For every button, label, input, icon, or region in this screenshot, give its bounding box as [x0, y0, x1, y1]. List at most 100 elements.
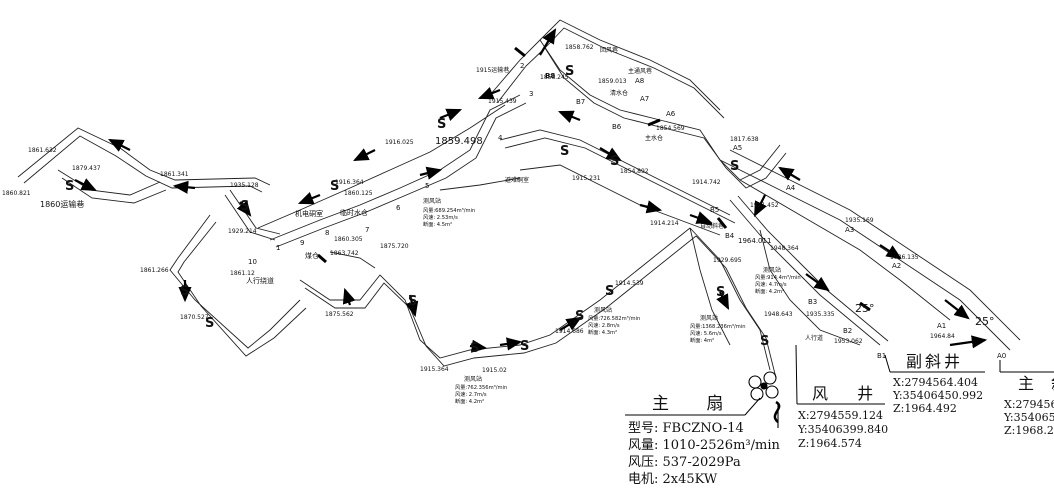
main-incline-x: X:279456 — [1004, 398, 1054, 411]
svg-text:S: S — [716, 285, 725, 300]
elevation-label: 1914.214 — [650, 220, 679, 227]
svg-text:S: S — [575, 309, 584, 324]
svg-text:风速: 5.6m/s: 风速: 5.6m/s — [690, 330, 722, 337]
node-label: B1 — [877, 352, 886, 360]
elevation-label: 1936.135 — [890, 254, 919, 261]
svg-text:S: S — [330, 179, 339, 194]
main-fan-motor: 电机: 2x45KW — [628, 472, 718, 487]
sump-right2-label: 主水仓 — [645, 134, 663, 142]
main-incline-block: 主 斜 X:279456 Y:354065 Z:1968.2 — [1000, 370, 1054, 440]
elevation-label: 1916.364 — [335, 179, 364, 186]
svg-text:S: S — [730, 159, 739, 174]
svg-text:风量:689.254m³/min: 风量:689.254m³/min — [423, 207, 475, 214]
main-fan-pressure: 风压: 537-2029Pa — [628, 455, 741, 470]
sump-right-label: 清水仓 — [610, 89, 628, 97]
svg-text:风速: 2.53m/s: 风速: 2.53m/s — [423, 214, 458, 221]
node-label: 6 — [396, 204, 401, 212]
elevation-label: 1860.125 — [344, 190, 373, 197]
elevation-label: 1935.128 — [230, 182, 259, 189]
svg-text:测风站: 测风站 — [423, 197, 441, 205]
svg-text:风量:914.4m³/min: 风量:914.4m³/min — [755, 274, 801, 281]
svg-text:S: S — [437, 117, 446, 132]
elevation-label: 1921.452 — [750, 202, 779, 209]
node-label: A2 — [892, 262, 901, 270]
elevation-label: 1861.632 — [28, 147, 57, 154]
node-label: 3 — [529, 90, 533, 98]
air-shaft-x: X:2794559.124 — [798, 409, 884, 422]
fan-lane-label: 主通风巷 — [628, 67, 652, 75]
elevation-label: 1964.011 — [738, 237, 771, 245]
node-label: A6 — [666, 110, 676, 118]
main-fan-model: 型号: FBCZNO-14 — [628, 421, 744, 436]
elevation-label: 1858.762 — [565, 44, 594, 51]
svg-text:S: S — [180, 284, 189, 299]
node-label: 7 — [365, 226, 369, 234]
elevation-label: 1860.821 — [2, 190, 31, 197]
svg-text:测风站: 测风站 — [763, 266, 781, 274]
elevation-label: 1861.341 — [160, 171, 189, 178]
station-5: 测风站 风量:914.4m³/min 风速: 4.7m/s 断面: 4.2m² — [755, 266, 801, 295]
svg-text:测风站: 测风站 — [464, 375, 482, 383]
station-2: 测风站 风量:726.582m³/min 风速: 2.8m/s 断面: 4.3m… — [588, 306, 640, 336]
svg-text:S: S — [408, 294, 417, 309]
elevation-label: 1859.013 — [598, 78, 627, 85]
coal-bin-label: 煤仓 — [305, 251, 319, 260]
main-incline-z: Z:1968.2 — [1004, 424, 1054, 437]
node-label: 1 — [276, 244, 280, 252]
svg-text:风量:762.356m³/min: 风量:762.356m³/min — [455, 384, 507, 391]
aux-incline-x: X:2794564.404 — [893, 376, 979, 389]
node-label: A7 — [640, 95, 649, 103]
elevation-label: 1870.527 — [180, 314, 209, 321]
svg-text:风量:726.582m³/min: 风量:726.582m³/min — [588, 315, 640, 322]
svg-text:S: S — [560, 144, 569, 159]
node-label: 2 — [520, 62, 524, 70]
return-air-label: 回风巷 — [600, 46, 618, 54]
node-label: B4 — [725, 232, 735, 240]
svg-text:风速: 2.8m/s: 风速: 2.8m/s — [588, 322, 620, 329]
elevation-label: 1875.720 — [380, 243, 409, 250]
airflow-arrows — [74, 28, 988, 353]
svg-text:S: S — [565, 64, 574, 79]
main-fan-title: 主 扇 — [652, 394, 740, 414]
svg-text:S: S — [470, 341, 479, 356]
aux-incline-y: Y:35406450.992 — [893, 389, 984, 402]
svg-text:断面: 4.5m²: 断面: 4.5m² — [423, 220, 452, 228]
svg-text:S: S — [205, 316, 214, 331]
elevation-label: 1929.214 — [228, 228, 257, 235]
main-incline-y: Y:354065 — [1004, 411, 1054, 424]
station-3: 测风站 风量:762.356m³/min 风速: 2.7m/s 断面: 4.2m… — [455, 375, 507, 405]
elevation-label: 1914.686 — [555, 328, 584, 335]
elevation-label: 1953.062 — [834, 338, 863, 345]
aux-incline-title: 副斜井 — [906, 352, 964, 371]
main-incline-title: 主 斜 — [1018, 374, 1054, 393]
elevation-label: 1817.638 — [730, 136, 759, 143]
elevation-big: 1859.498 — [435, 136, 483, 147]
svg-text:S: S — [605, 284, 614, 299]
elevation-label: 1863.742 — [330, 250, 359, 257]
svg-text:S: S — [240, 199, 249, 214]
svg-text:S: S — [520, 339, 529, 354]
elevation-label: 1879.437 — [72, 165, 101, 172]
node-label: B8 — [545, 72, 555, 80]
machine-room-label: 机电硐室 — [295, 209, 323, 218]
elevation-label: 1964.84 — [930, 333, 955, 340]
node-label: B6 — [612, 123, 622, 131]
svg-text:断面: 4.2m²: 断面: 4.2m² — [455, 397, 484, 405]
svg-text:S: S — [760, 334, 769, 349]
elevation-label: 1854.569 — [656, 125, 685, 132]
node-label: B7 — [576, 98, 585, 106]
aux-incline-z: Z:1964.492 — [893, 402, 957, 415]
elevation-label: 1916.025 — [385, 139, 414, 146]
node-label: 5 — [425, 182, 429, 190]
elevation-label: 1935.169 — [845, 217, 874, 224]
node-label: B5 — [710, 206, 719, 214]
angle-label: 25° — [975, 315, 995, 328]
node-label: 10 — [248, 258, 257, 266]
measure-stations: 测风站 风量:689.254m³/min 风速: 2.53m/s 断面: 4.5… — [423, 197, 801, 405]
elevation-label: 1860.305 — [334, 236, 363, 243]
svg-text:风量:1368.236m³/min: 风量:1368.236m³/min — [690, 323, 746, 330]
node-label: A4 — [786, 184, 796, 192]
elevation-label: 1875.562 — [325, 311, 354, 318]
node-label: A1 — [937, 322, 946, 330]
